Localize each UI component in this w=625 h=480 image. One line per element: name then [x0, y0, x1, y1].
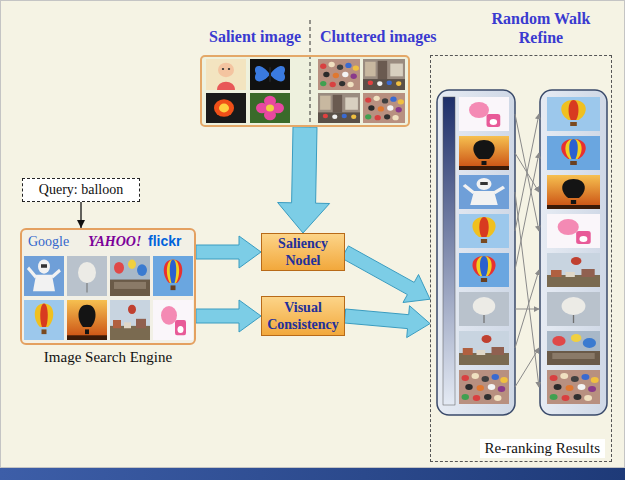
block-arrow [196, 236, 261, 268]
region-caption: Re-ranking Results [480, 439, 605, 458]
block-arrow [278, 127, 330, 233]
panel-caption: Image Search Engine [12, 349, 204, 366]
panel-heading: Cluttered images [320, 27, 437, 46]
query-box: Query: balloon [22, 178, 140, 202]
block-arrow [342, 246, 430, 303]
arrow-line [77, 202, 85, 228]
logo-text: flickr [148, 233, 181, 250]
process-label: Visual Consistency [266, 299, 340, 333]
process-box: Visual Consistency [261, 296, 345, 336]
panel-heading: Salient image [209, 27, 301, 46]
logo-text: YAHOO! [88, 233, 141, 250]
process-box: Saliency Nodel [261, 233, 345, 271]
region-heading: Random Walk Refine [483, 9, 599, 47]
block-arrow [196, 300, 261, 332]
process-label: Saliency Nodel [266, 235, 340, 269]
image-panel: Salient imageCluttered images [200, 55, 410, 127]
logo-text: Google [28, 233, 69, 250]
rerank-region: Random Walk RefineRe-ranking Results [430, 55, 612, 462]
query-text: Query: balloon [39, 182, 123, 198]
block-arrow [344, 306, 430, 338]
